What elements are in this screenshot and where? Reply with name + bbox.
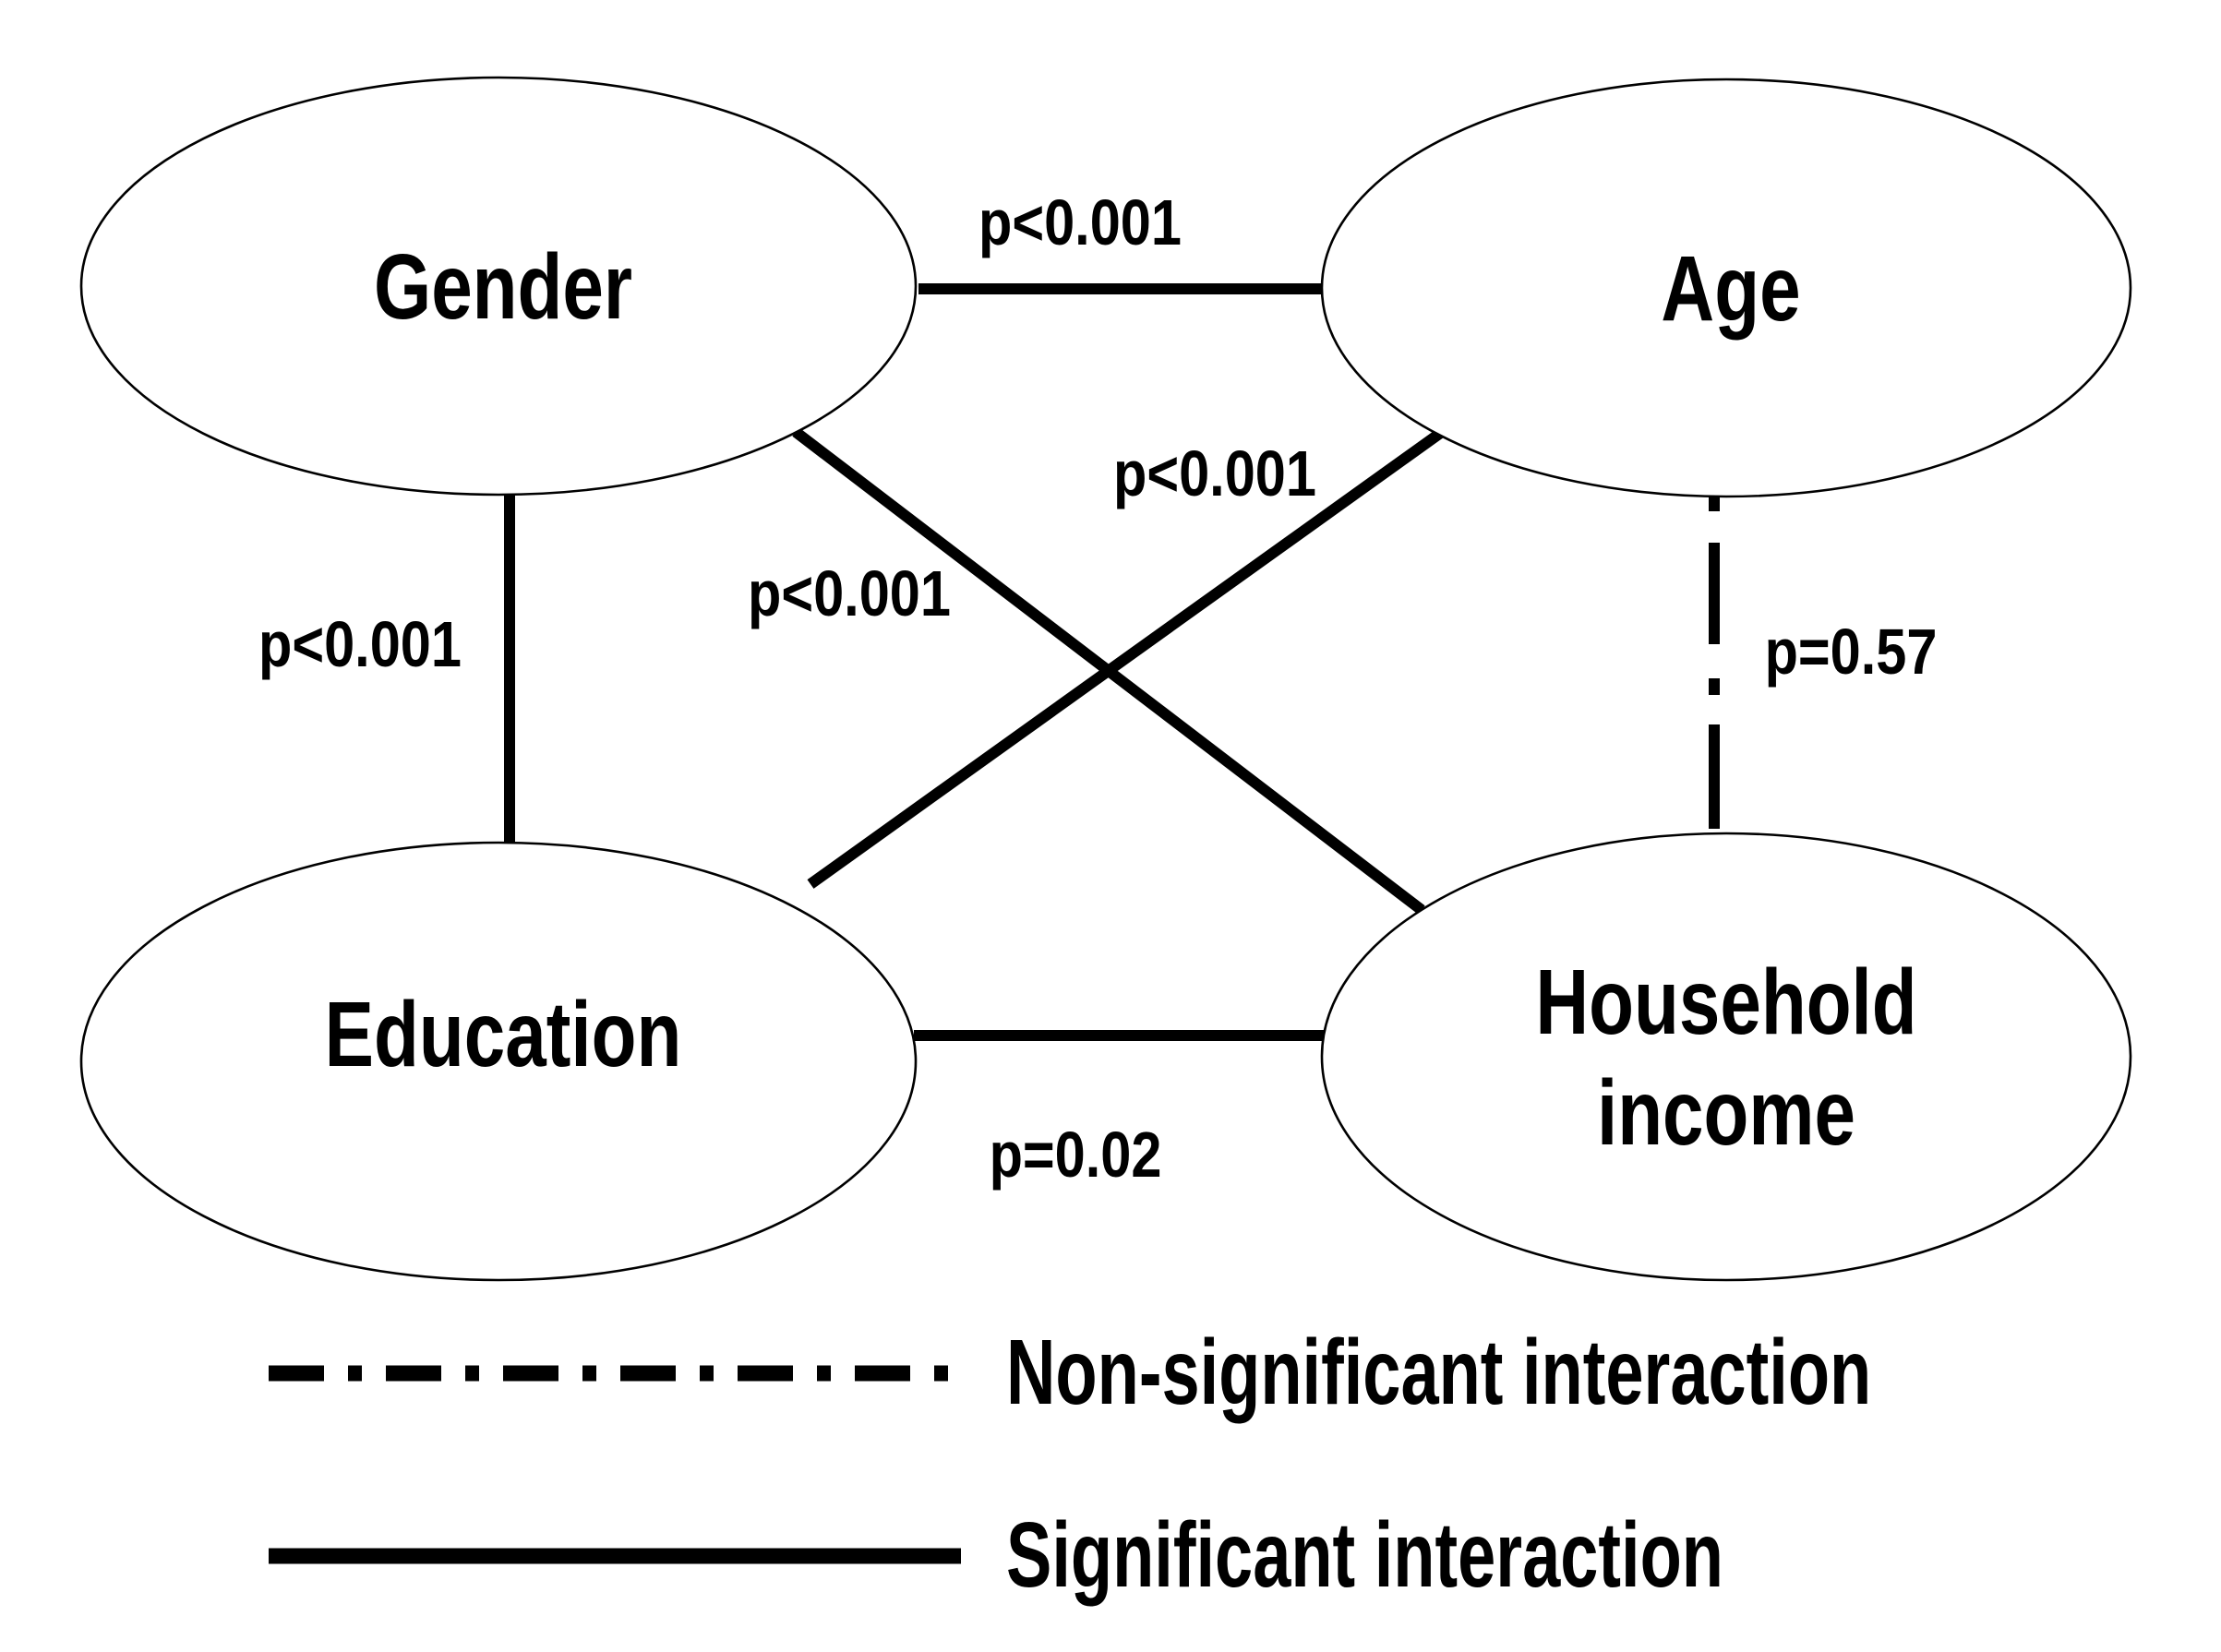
node-gender-ellipse <box>79 76 918 497</box>
svg-text:Age: Age <box>1661 238 1800 341</box>
svg-text:p<0.001: p<0.001 <box>748 557 951 629</box>
edge-label-education-household-income: p=0.02 <box>990 1118 1162 1191</box>
legend: Non-significant interaction Significant … <box>269 1320 1871 1607</box>
svg-text:Gender: Gender <box>374 236 632 340</box>
svg-text:p=0.57: p=0.57 <box>1765 615 1938 688</box>
svg-text:p<0.001: p<0.001 <box>1113 437 1316 509</box>
edge-label-age-education: p<0.001 <box>1113 437 1316 509</box>
node-household-income-ellipse <box>1320 832 2132 1282</box>
legend-significant-label: Significant interaction <box>1006 1502 1723 1607</box>
node-household-income-label: Household income <box>1535 952 1916 1166</box>
legend-nonsignificant-label: Non-significant interaction <box>1006 1320 1871 1424</box>
svg-text:p<0.001: p<0.001 <box>258 607 462 680</box>
svg-text:Education: Education <box>325 984 682 1087</box>
node-gender-label: Gender <box>374 236 632 340</box>
edge-labels: p<0.001 p<0.001 p<0.001 p<0.001 p=0.57 p… <box>258 186 1937 1191</box>
edges <box>504 283 1720 1041</box>
edge-age-education <box>807 427 1446 889</box>
svg-text:p=0.02: p=0.02 <box>990 1118 1162 1191</box>
nodes: Gender Age Education Household income <box>79 76 2132 1282</box>
svg-text:Household: Household <box>1535 952 1916 1055</box>
edge-label-age-household-income: p=0.57 <box>1765 615 1938 688</box>
node-education-ellipse <box>79 841 918 1282</box>
svg-text:Non-significant interaction: Non-significant interaction <box>1006 1320 1871 1424</box>
edge-label-gender-education: p<0.001 <box>258 607 462 680</box>
node-age-label: Age <box>1661 238 1800 341</box>
svg-text:p<0.001: p<0.001 <box>978 186 1182 258</box>
edge-label-gender-household-income: p<0.001 <box>748 557 951 629</box>
svg-text:income: income <box>1597 1062 1855 1166</box>
svg-text:Significant interaction: Significant interaction <box>1006 1502 1723 1607</box>
node-age-ellipse <box>1320 78 2132 498</box>
node-education-label: Education <box>325 984 682 1087</box>
edge-label-gender-age: p<0.001 <box>978 186 1182 258</box>
